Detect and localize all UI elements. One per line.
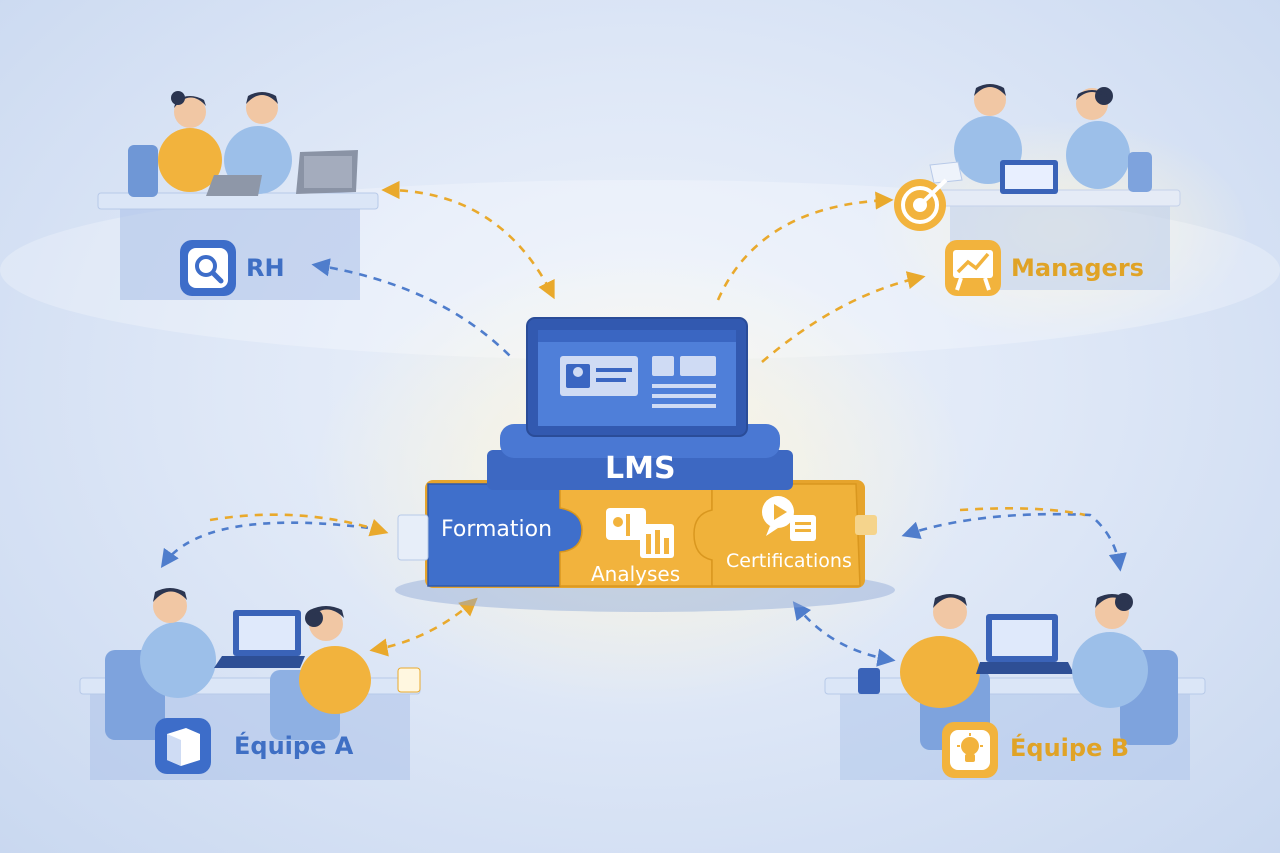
arrow-lms-managers [761,271,926,363]
equipe-a-icon [155,718,211,774]
equipe-b-workstation [824,593,1206,780]
equipe-b-label: Équipe B [1010,734,1129,762]
rh-workstation [97,91,379,300]
analyses-label: Analyses [591,562,681,586]
equipe-a-label: Équipe A [234,732,354,760]
connectors [160,180,1127,667]
arrow-certifications-equipe-b-orange [959,507,1086,517]
arrow-rh-lms-blue [311,258,513,359]
arrow-equipe-a-formation-blue [160,521,386,568]
arrow-lms-target [716,191,894,301]
lms-platform [395,317,895,612]
certifications-module [693,483,861,587]
certifications-icon [762,496,816,541]
arrow-equipe-a-formation-orange [209,513,389,537]
arrow-certifications-equipe-b-blue [901,512,1127,572]
lms-title: LMS [605,451,676,486]
analyses-icon [606,508,674,558]
rh-icon [180,240,236,296]
certifications-label: Certifications [726,550,852,572]
target-icon [894,178,948,231]
rh-label: RH [246,254,285,282]
managers-icon [945,240,1001,296]
equipe-b-icon [942,722,998,778]
equipe-a-workstation [79,588,421,780]
arrow-rh-lms-orange [381,180,555,300]
formation-label: Formation [441,517,553,542]
managers-label: Managers [1011,254,1144,282]
